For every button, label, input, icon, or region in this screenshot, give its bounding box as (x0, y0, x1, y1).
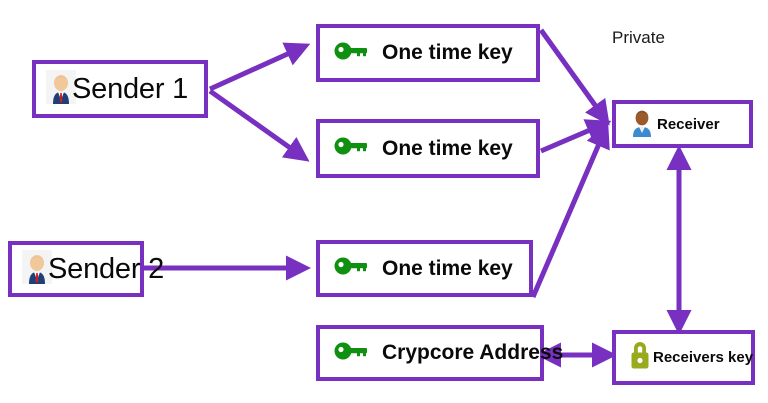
node-label: Sender 1 (72, 72, 189, 105)
padlock-icon (628, 340, 652, 375)
private-label: Private (612, 28, 665, 47)
key-icon (334, 137, 368, 160)
node-label: One time key (382, 136, 513, 160)
node-crypcore-address[interactable]: Crypcore Address (316, 325, 563, 381)
arrow-key1-to-receiver (538, 28, 610, 126)
node-label: Receivers key (653, 349, 754, 366)
node-one-time-key-3[interactable]: One time key (316, 240, 533, 297)
node-receivers-key[interactable]: Receivers key (612, 330, 755, 385)
node-sender-1[interactable]: Sender 1 (32, 60, 208, 118)
node-one-time-key-1[interactable]: One time key (316, 24, 540, 82)
node-one-time-key-2[interactable]: One time key (316, 119, 540, 178)
arrow-sender1-to-key2 (208, 88, 310, 162)
arrow-key3-to-receiver (530, 122, 610, 298)
key-icon (334, 342, 368, 365)
node-receiver[interactable]: Receiver (612, 100, 753, 148)
arrow-key2-to-receiver (540, 119, 612, 154)
node-label: Sender 2 (48, 252, 165, 285)
node-label: One time key (382, 256, 513, 280)
businessman-avatar-icon (22, 249, 52, 289)
node-label: One time key (382, 41, 513, 64)
node-label: Receiver (657, 115, 720, 133)
arrow-sender1-to-key1 (208, 42, 311, 92)
receiver-avatar-icon (628, 107, 656, 142)
key-icon (334, 42, 368, 65)
key-icon (334, 257, 368, 280)
businessman-avatar-icon (46, 69, 76, 109)
node-label: Crypcore Address (382, 341, 564, 364)
node-sender-2[interactable]: Sender 2 (8, 241, 164, 297)
